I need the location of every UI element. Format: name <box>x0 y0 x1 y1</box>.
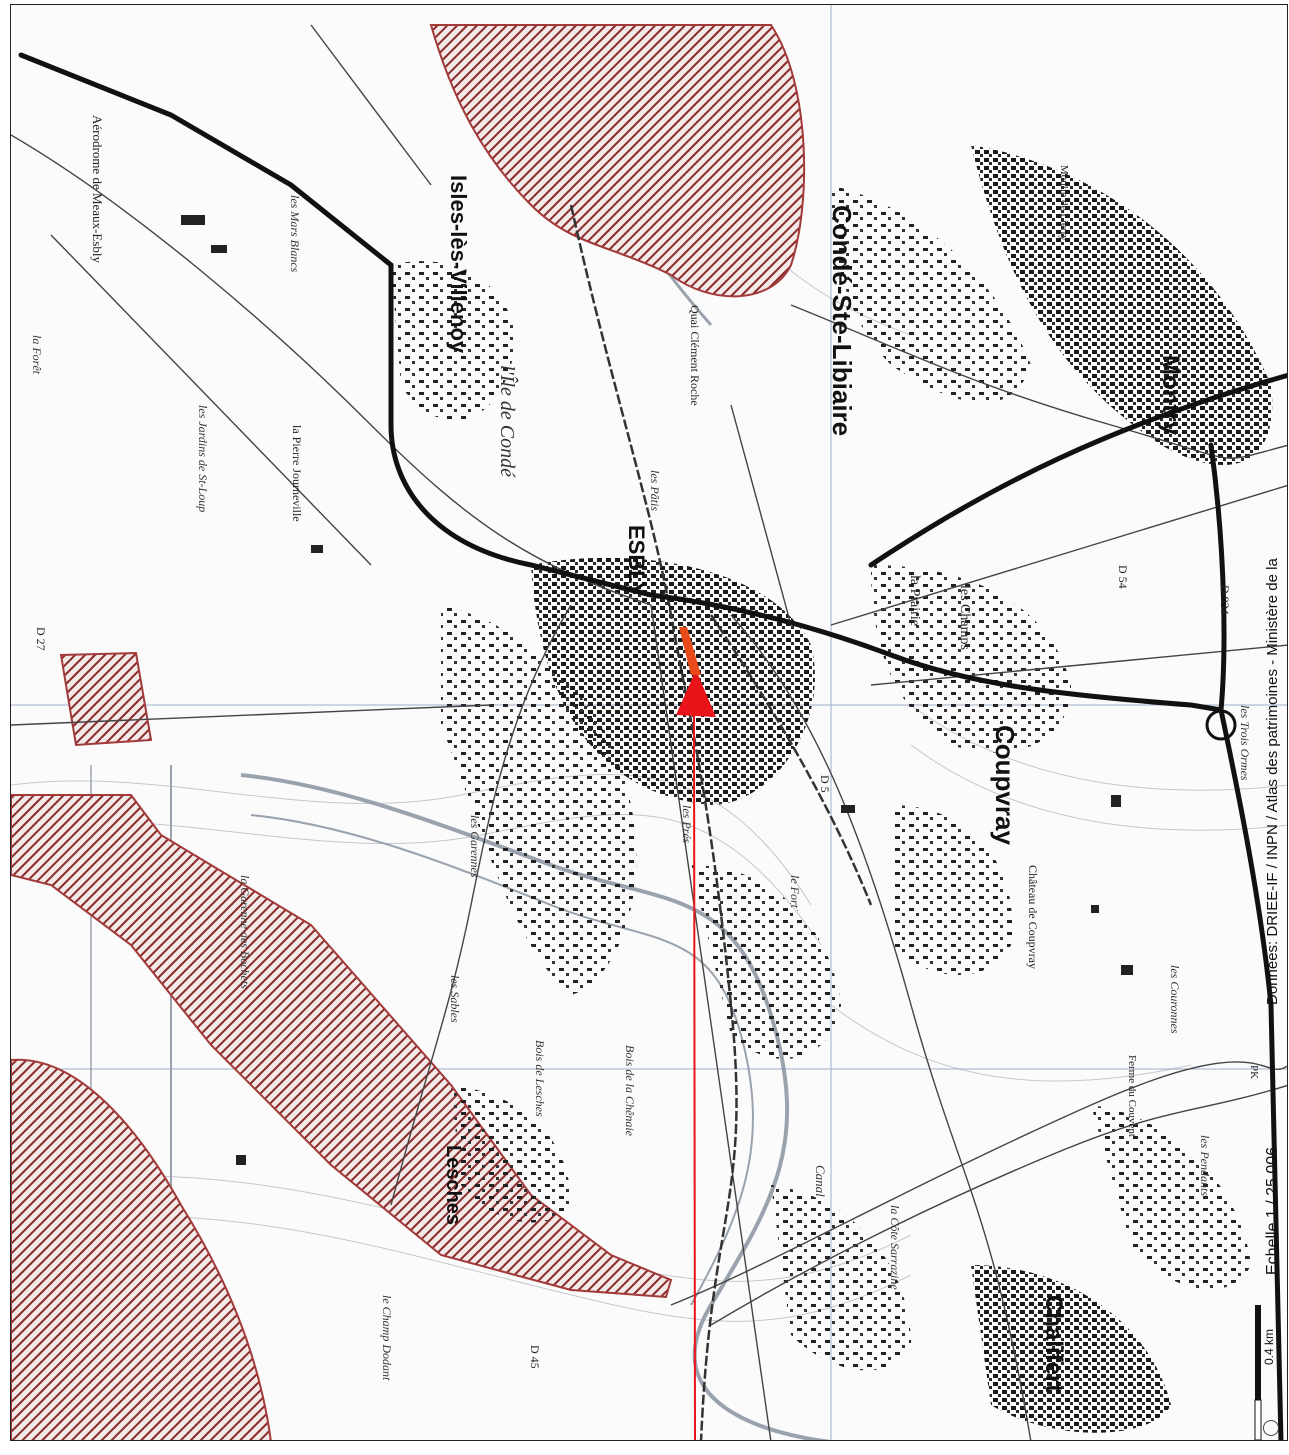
location-marker[interactable] <box>676 627 716 1441</box>
topographic-map[interactable]: ESBLY Isles-lès-Villenoy Condé-Ste-Libia… <box>11 5 1288 1441</box>
label-quai: Quai Clément Roche <box>688 305 702 406</box>
label-d5: D 5 <box>818 775 832 793</box>
label-pendants: les Pendants <box>1198 1135 1212 1196</box>
label-d45: D 45 <box>528 1345 542 1369</box>
label-ferme-couvent: Ferme du Couvent <box>1126 1055 1138 1137</box>
label-fort: le Fort <box>788 875 802 909</box>
label-chateau-coupvray: Château de Coupvray <box>1026 865 1040 969</box>
label-champs: les Champs <box>957 585 972 650</box>
town-lesches: Lesches <box>442 1145 464 1225</box>
zone-d27 <box>59 651 153 747</box>
corner-mark <box>1263 1420 1279 1436</box>
label-ile-de-conde: l'Île de Condé <box>496 365 519 478</box>
label-bois-chene: Bois de la Chênaie <box>623 1045 637 1137</box>
label-garenne: la Garenne des Bochets <box>238 875 252 989</box>
minor-roads <box>11 24 1287 1440</box>
marker-line <box>693 709 696 1440</box>
label-canal: Canal <box>813 1165 828 1197</box>
label-mars-blancs: les Mars Blancs <box>288 195 302 273</box>
town-isles: Isles-lès-Villenoy <box>446 175 471 354</box>
label-d54: D 54 <box>1116 565 1130 589</box>
marker-arrow-icon <box>676 670 716 717</box>
road-esbly-south <box>648 592 1224 713</box>
label-sables: les Sables <box>448 975 462 1023</box>
town-coupvray: Coupvray <box>990 725 1020 845</box>
buildings <box>181 215 1133 1165</box>
place-labels: Aérodrome de Meaux-Esbly l'Île de Condé … <box>30 115 1260 1381</box>
town-montry: Montry <box>1157 355 1184 436</box>
label-pierre: la Pierre Journeville <box>290 425 304 522</box>
label-d27: D 27 <box>34 627 48 651</box>
main-roads <box>18 52 1287 1440</box>
town-esbly: ESBLY <box>624 525 649 597</box>
road-a4 <box>1208 442 1227 713</box>
map-frame: ESBLY Isles-lès-Villenoy Condé-Ste-Libia… <box>10 4 1288 1441</box>
label-prairie: la Prairie <box>907 575 922 626</box>
label-garennes: les Garennes <box>468 815 482 878</box>
label-aerodrome: Aérodrome de Meaux-Esbly <box>90 115 105 264</box>
scale-bar: 0.4 km Echelle 1 / 25 006 <box>1254 1147 1281 1440</box>
urban-areas <box>391 145 1273 1433</box>
town-labels: ESBLY Isles-lès-Villenoy Condé-Ste-Libia… <box>442 175 1184 1392</box>
label-moulin: Moulin de Lierry <box>1058 165 1070 241</box>
scale-label: Echelle 1 / 25 006 <box>1264 1147 1281 1275</box>
road-north <box>18 52 654 598</box>
roundabout <box>1205 709 1237 741</box>
railway-lines <box>569 204 873 1440</box>
label-d934: D 934 <box>1218 585 1232 615</box>
marker-stem <box>679 627 701 675</box>
road-autoroute <box>1218 707 1284 1440</box>
zone-south-west <box>11 1058 272 1440</box>
label-trois-ormes: les Trois Ormes <box>1238 705 1252 781</box>
data-credit: Données: DRIEE-IF / INPN / Atlas des pat… <box>1264 558 1281 1005</box>
label-jardins: les Jardins de St-Loup <box>196 405 210 512</box>
label-couronnes: les Couronnes <box>1168 965 1182 1034</box>
label-champ-dodant: le Champ Dodant <box>380 1295 394 1381</box>
town-conde: Condé-Ste-Libiaire <box>827 205 857 436</box>
label-foret: la Forêt <box>30 335 44 375</box>
scale-distance: 0.4 km <box>1262 1329 1276 1365</box>
label-pk: PK <box>1248 1065 1260 1079</box>
road-montry <box>868 372 1287 568</box>
label-cote-sarrazine: la Côte Sarrazine <box>888 1205 902 1290</box>
label-pres: les Prés <box>680 805 694 844</box>
label-pre-pelle: les Pâtis <box>648 470 662 511</box>
zone-north-east <box>429 24 806 298</box>
label-bois-lesches: Bois de Lesches <box>533 1040 547 1117</box>
town-chalifert: Chalifert <box>1040 1295 1067 1392</box>
